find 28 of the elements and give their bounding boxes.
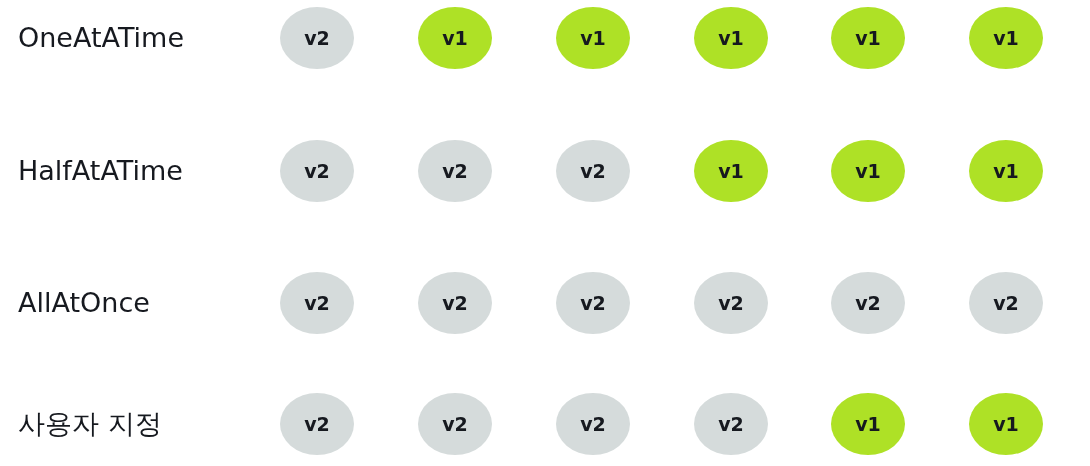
version-circle: v1: [969, 7, 1043, 69]
version-circle: v2: [418, 393, 492, 455]
version-circle: v2: [556, 140, 630, 202]
version-circle: v1: [831, 140, 905, 202]
version-circle: v2: [280, 393, 354, 455]
version-circle: v2: [280, 272, 354, 334]
version-circle: v2: [969, 272, 1043, 334]
version-circle: v1: [831, 7, 905, 69]
row-label: OneAtATime: [18, 21, 184, 55]
version-circle: v1: [556, 7, 630, 69]
row-label: AllAtOnce: [18, 286, 150, 320]
version-circle: v1: [969, 393, 1043, 455]
version-circle: v2: [556, 272, 630, 334]
version-circle: v1: [831, 393, 905, 455]
version-circle: v2: [418, 272, 492, 334]
version-circle: v2: [694, 272, 768, 334]
row-label: 사용자 지정: [18, 407, 162, 441]
version-circle: v2: [556, 393, 630, 455]
version-circle: v2: [418, 140, 492, 202]
version-circle: v2: [694, 393, 768, 455]
version-circle: v1: [969, 140, 1043, 202]
row-label: HalfAtATime: [18, 154, 183, 188]
version-circle: v2: [280, 140, 354, 202]
version-circle: v1: [418, 7, 492, 69]
version-circle: v1: [694, 140, 768, 202]
version-circle: v2: [831, 272, 905, 334]
version-circle: v1: [694, 7, 768, 69]
version-circle: v2: [280, 7, 354, 69]
